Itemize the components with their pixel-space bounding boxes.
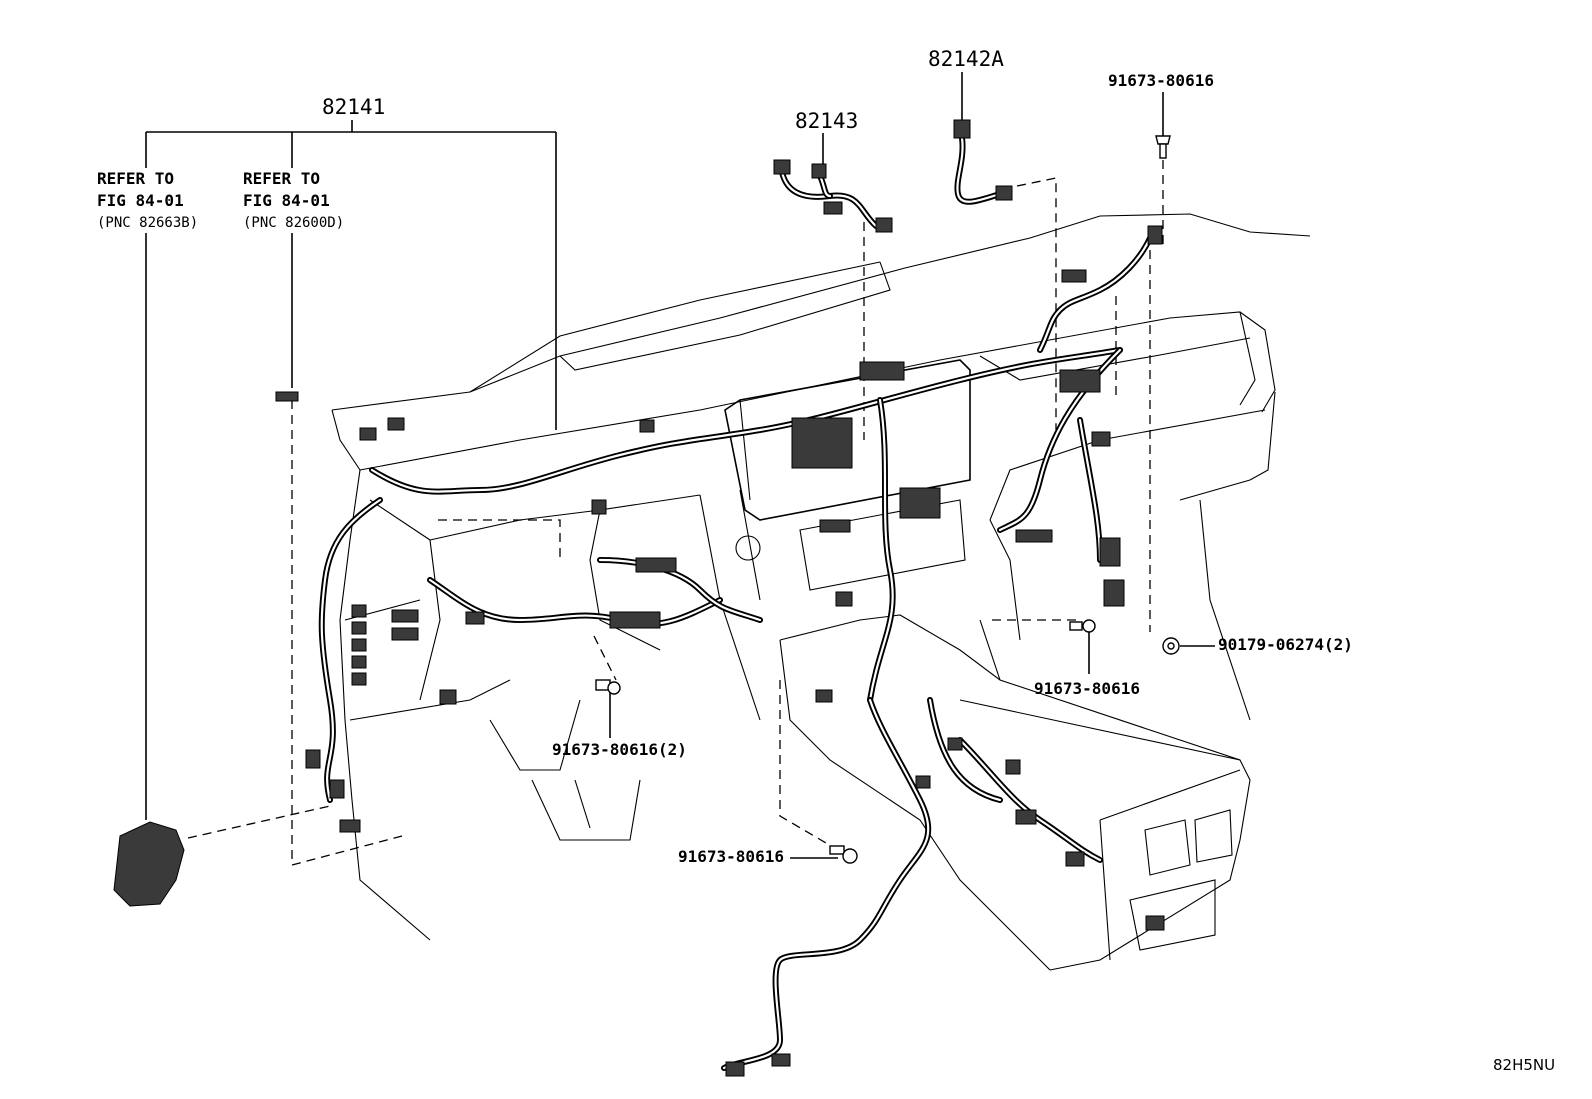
connectors: [113, 119, 1180, 1077]
dashboard-outline: [331, 213, 1311, 971]
floor-harness: [721, 697, 1103, 1071]
ref-right-line3: (PNC 82600D): [243, 215, 344, 231]
ref-left-line2: FIG 84-01: [97, 191, 184, 210]
bolt-right-icon: [1069, 619, 1096, 633]
label-bolt-center: 91673-80616(2): [552, 740, 687, 759]
label-82142a: 82142A: [928, 47, 1004, 71]
figure-code: 82H5NU: [1493, 1056, 1555, 1074]
ref-right-line1: REFER TO: [243, 169, 320, 188]
label-bolt-right: 91673-80616: [1034, 679, 1140, 698]
clip-right-icon: [1162, 637, 1180, 655]
harness-82143: [779, 169, 879, 229]
main-harness-82141: [318, 347, 1123, 803]
bolt-bottom-icon: [829, 845, 858, 864]
assembly-dashed-lines: [187, 160, 1164, 866]
label-bolt-bottom: 91673-80616: [678, 847, 784, 866]
harness-82142a: [954, 135, 1003, 205]
label-82141: 82141: [322, 95, 385, 119]
label-clip-right: 90179-06274(2): [1218, 635, 1353, 654]
bolt-center-icon: [595, 679, 621, 695]
right-harness-upper: [1037, 235, 1153, 353]
ref-left-line1: REFER TO: [97, 169, 174, 188]
label-82143: 82143: [795, 109, 858, 133]
leader-lines: [145, 72, 1215, 859]
label-bolt-top: 91673-80616: [1108, 71, 1214, 90]
ref-left-line3: (PNC 82663B): [97, 215, 198, 231]
ref-right-line2: FIG 84-01: [243, 191, 330, 210]
